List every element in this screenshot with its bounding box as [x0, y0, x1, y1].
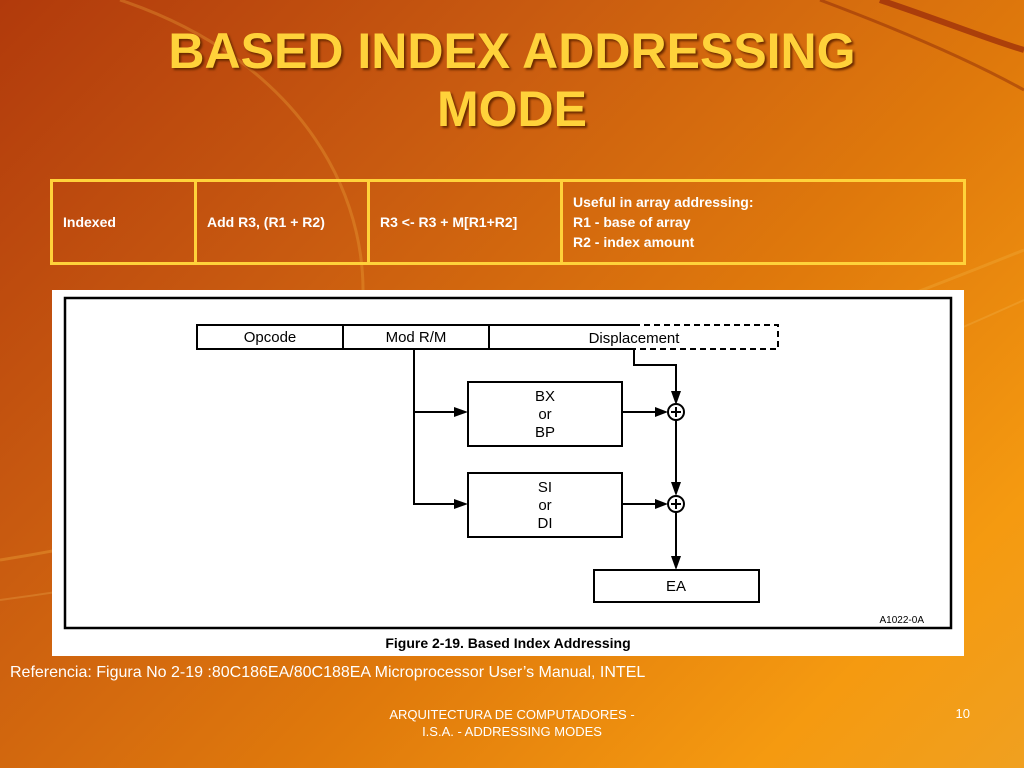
arrow-head-icon [454, 407, 468, 417]
page-number: 10 [955, 706, 970, 721]
base-register-or: or [538, 406, 551, 423]
arrow-head-icon [671, 482, 681, 496]
effective-address-box [593, 569, 760, 603]
footer-line-1: ARQUITECTURA DE COMPUTADORES - [389, 707, 635, 722]
index-register-label: SI [538, 479, 552, 496]
figure-caption: Figure 2-19. Based Index Addressing [385, 635, 630, 651]
instruction-cell: Add R3, (R1 + R2) [194, 179, 370, 265]
arrow-head-icon [671, 556, 681, 570]
index-register-alt: DI [538, 515, 553, 532]
modrm-to-index-line [413, 349, 458, 505]
arrow-head-icon [454, 499, 468, 509]
addressing-mode-table: Indexed Add R3, (R1 + R2) R3 <- R3 + M[R… [50, 179, 966, 265]
notes-cell: Useful in array addressing: R1 - base of… [560, 179, 966, 265]
displacement-field [488, 324, 634, 350]
base-register-box [467, 381, 623, 447]
slide-title: BASED INDEX ADDRESSING MODE [0, 22, 1024, 138]
footer-line-2: I.S.A. - ADDRESSING MODES [422, 724, 602, 739]
base-register-alt: BP [535, 424, 555, 441]
operation-cell: R3 <- R3 + M[R1+R2] [367, 179, 563, 265]
arrow-head-icon [655, 499, 668, 509]
title-line-1: BASED INDEX ADDRESSING [168, 23, 856, 79]
title-line-2: MODE [437, 81, 587, 137]
reference-text: Referencia: Figura No 2-19 :80C186EA/80C… [10, 664, 646, 681]
footer-text: ARQUITECTURA DE COMPUTADORES - I.S.A. - … [312, 706, 712, 740]
modrm-label: Mod R/M [386, 329, 447, 346]
table-row: Indexed Add R3, (R1 + R2) R3 <- R3 + M[R… [50, 179, 966, 265]
arrow-head-icon [671, 391, 681, 405]
diagram-frame [63, 296, 953, 630]
opcode-label: Opcode [244, 329, 297, 346]
arrow-head-icon [655, 407, 668, 417]
index-register-or: or [538, 497, 551, 514]
displacement-to-adder-line [633, 349, 677, 398]
addressing-diagram: Opcode Mod R/M Displacement BX or BP SI … [52, 290, 964, 656]
displacement-label: Displacement [589, 330, 681, 347]
mode-cell: Indexed [50, 179, 197, 265]
base-register-label: BX [535, 388, 555, 405]
displacement-optional-bytes [634, 324, 779, 350]
note-line: R1 - base of array [573, 214, 691, 230]
note-line: R2 - index amount [573, 234, 695, 250]
effective-address-label: EA [666, 578, 686, 595]
note-line: Useful in array addressing: [573, 194, 754, 210]
figure-code: A1022-0A [880, 615, 925, 626]
